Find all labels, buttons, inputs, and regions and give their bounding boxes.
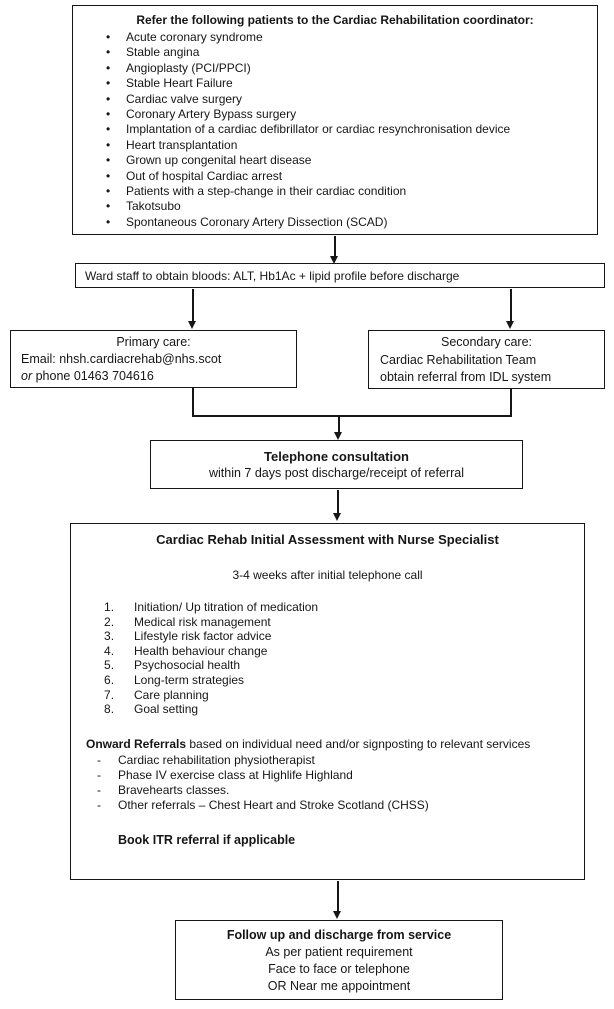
connector-line [510,289,512,322]
list-item: Out of hospital Cardiac arrest [73,169,597,185]
initial-assessment-title: Cardiac Rehab Initial Assessment with Nu… [156,532,499,547]
list-item: Stable angina [73,45,597,61]
list-item: Spontaneous Coronary Artery Dissection (… [73,215,597,231]
arrowhead-icon [506,321,514,329]
list-item: Takotsubo [73,199,597,215]
connector-line [192,289,194,322]
list-item: Acute coronary syndrome [73,30,597,46]
assessment-numbered-list: Initiation/ Up titration of medication M… [71,600,584,717]
referral-criteria-list: Acute coronary syndrome Stable angina An… [73,30,597,231]
secondary-care-box: Secondary care: Cardiac Rehabilitation T… [368,330,605,389]
list-item: Bravehearts classes. [71,783,584,798]
connector-line [510,389,512,416]
list-item: Patients with a step-change in their car… [73,184,597,200]
onward-referrals-list: Cardiac rehabilitation physiotherapist P… [71,753,584,814]
list-item: Cardiac rehabilitation physiotherapist [71,753,584,768]
onward-referrals-rest: based on individual need and/or signpost… [186,736,531,751]
connector-line [337,490,339,514]
secondary-care-line1: Cardiac Rehabilitation Team [380,352,537,367]
list-item: Other referrals – Chest Heart and Stroke… [71,798,584,813]
arrowhead-icon [333,911,341,919]
list-item: Heart transplantation [73,138,597,154]
list-item: Implantation of a cardiac defibrillator … [73,122,597,138]
primary-care-box: Primary care: Email: nhsh.cardiacrehab@n… [10,330,297,388]
phone-number: phone 01463 704616 [32,369,154,383]
list-item: Lifestyle risk factor advice [104,629,272,644]
telephone-consultation-title: Telephone consultation [264,449,409,464]
secondary-care-title: Secondary care: [440,335,533,349]
secondary-care-line2: obtain referral from IDL system [380,370,552,384]
list-item: Goal setting [104,702,199,717]
list-item: Angioplasty (PCI/PPCI) [73,61,597,77]
primary-care-title: Primary care: [116,335,191,349]
connector-line [192,388,194,416]
onward-referrals-text: Onward Referrals based on individual nee… [86,737,570,752]
followup-line: Face to face or telephone [268,962,410,976]
initial-assessment-subtitle: 3-4 weeks after initial telephone call [232,568,423,582]
referral-criteria-box: Refer the following patients to the Card… [72,5,598,235]
list-item: Medical risk management [104,614,271,629]
arrowhead-icon [333,513,341,521]
followup-discharge-box: Follow up and discharge from service As … [175,920,503,1000]
telephone-consultation-box: Telephone consultation within 7 days pos… [150,440,523,489]
list-item: Long-term strategies [104,672,245,687]
connector-line [192,415,512,417]
primary-care-email: Email: nhsh.cardiacrehab@nhs.scot [21,352,222,366]
book-itr-note: Book ITR referral if applicable [118,832,296,847]
onward-referrals-label: Onward Referrals [86,736,187,751]
arrowhead-icon [330,256,338,264]
phone-or-label: or [21,369,33,383]
list-item: Care planning [104,687,209,702]
list-item: Health behaviour change [104,643,268,658]
followup-title: Follow up and discharge from service [226,928,452,942]
connector-line [338,415,340,433]
telephone-consultation-subtitle: within 7 days post discharge/receipt of … [209,466,464,480]
followup-line: As per patient requirement [265,945,413,959]
connector-line [334,236,336,257]
followup-line: OR Near me appointment [267,979,411,993]
arrowhead-icon [188,321,196,329]
list-item: Psychosocial health [104,658,241,673]
list-item: Grown up congenital heart disease [73,153,597,169]
referral-criteria-title: Refer the following patients to the Card… [136,13,534,27]
connector-line [337,881,339,912]
arrowhead-icon [334,432,342,440]
list-item: Coronary Artery Bypass surgery [73,107,597,123]
list-item: Cardiac valve surgery [73,92,597,108]
list-item: Initiation/ Up titration of medication [104,600,319,614]
list-item: Phase IV exercise class at Highlife High… [71,768,584,783]
ward-bloods-text: Ward staff to obtain bloods: ALT, Hb1Ac … [85,268,460,283]
initial-assessment-box: Cardiac Rehab Initial Assessment with Nu… [70,523,585,880]
list-item: Stable Heart Failure [73,76,597,92]
ward-bloods-box: Ward staff to obtain bloods: ALT, Hb1Ac … [75,263,605,288]
primary-care-phone: or phone 01463 704616 [21,368,296,385]
